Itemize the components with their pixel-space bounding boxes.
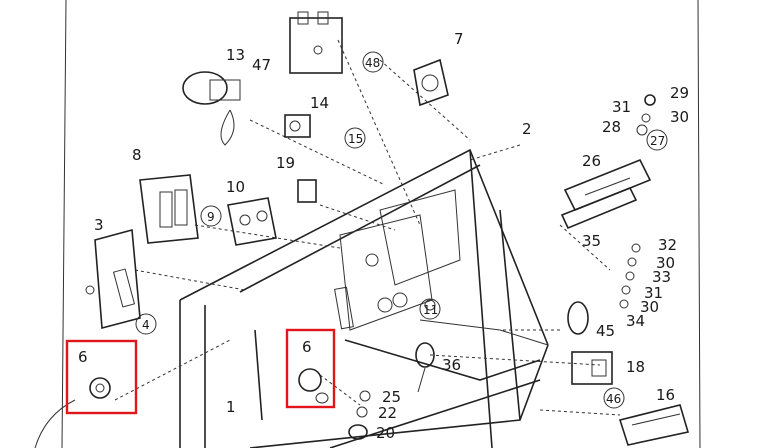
strip-16 xyxy=(618,404,690,446)
plug-19 xyxy=(297,179,317,203)
part-labels: 1 2 3 4 6 6 7 8 9 10 11 13 14 15 16 18 1… xyxy=(78,30,689,442)
screw-stack-27-31 xyxy=(636,94,656,136)
label-19: 19 xyxy=(276,154,295,172)
label-13: 13 xyxy=(226,46,245,64)
unit-18-46 xyxy=(571,351,613,385)
label-10: 10 xyxy=(226,178,245,196)
label-8: 8 xyxy=(132,146,142,164)
label-20: 20 xyxy=(376,424,395,442)
label-31-top: 31 xyxy=(612,98,631,116)
lamp-45 xyxy=(567,301,589,335)
leader-lines xyxy=(114,39,621,416)
label-31-low: 31 xyxy=(644,284,663,302)
label-16: 16 xyxy=(656,386,675,404)
label-1: 1 xyxy=(226,398,236,416)
page-border-left xyxy=(61,0,67,448)
washer-stack-30-34 xyxy=(619,243,641,309)
label-14: 14 xyxy=(310,94,329,112)
cable-curve xyxy=(34,399,76,448)
label-4: 4 xyxy=(142,318,150,332)
highlight-box-center xyxy=(285,328,336,409)
label-45: 45 xyxy=(596,322,615,340)
bracket-3 xyxy=(85,228,141,330)
label-47: 47 xyxy=(252,56,271,74)
label-35: 35 xyxy=(582,232,601,250)
label-48: 48 xyxy=(365,56,380,70)
label-9: 9 xyxy=(207,210,215,224)
label-circles xyxy=(135,51,668,409)
clip-6-center xyxy=(298,368,329,404)
label-29: 29 xyxy=(670,84,689,102)
terminal-10 xyxy=(227,197,277,246)
page-border-right xyxy=(697,0,701,448)
label-33: 33 xyxy=(652,268,671,286)
motor-13 xyxy=(182,71,241,146)
label-6-left: 6 xyxy=(78,348,88,366)
clip-6-left xyxy=(89,377,111,399)
label-26: 26 xyxy=(582,152,601,170)
label-22: 22 xyxy=(378,404,397,422)
label-2: 2 xyxy=(522,120,532,138)
label-30-mid: 30 xyxy=(656,254,675,272)
label-27: 27 xyxy=(650,134,665,148)
label-6-center: 6 xyxy=(302,338,312,356)
relay-47-48 xyxy=(289,11,343,74)
label-18: 18 xyxy=(626,358,645,376)
highlight-box-left xyxy=(65,339,138,415)
label-32: 32 xyxy=(658,236,677,254)
label-46: 46 xyxy=(606,392,621,406)
fitting-36 xyxy=(415,342,435,393)
label-36: 36 xyxy=(442,356,461,374)
label-34: 34 xyxy=(626,312,645,330)
relay-block-8 xyxy=(139,174,199,244)
plate-26-35 xyxy=(560,158,652,230)
label-30-low: 30 xyxy=(640,298,659,316)
switch-7 xyxy=(413,58,449,107)
fitting-20-22-25 xyxy=(348,390,371,440)
label-28: 28 xyxy=(602,118,621,136)
label-30-top: 30 xyxy=(670,108,689,126)
label-3: 3 xyxy=(94,216,104,234)
contact-14 xyxy=(284,114,311,138)
label-7: 7 xyxy=(454,30,464,48)
label-25: 25 xyxy=(382,388,401,406)
label-15: 15 xyxy=(348,132,363,146)
label-11: 11 xyxy=(423,303,438,317)
